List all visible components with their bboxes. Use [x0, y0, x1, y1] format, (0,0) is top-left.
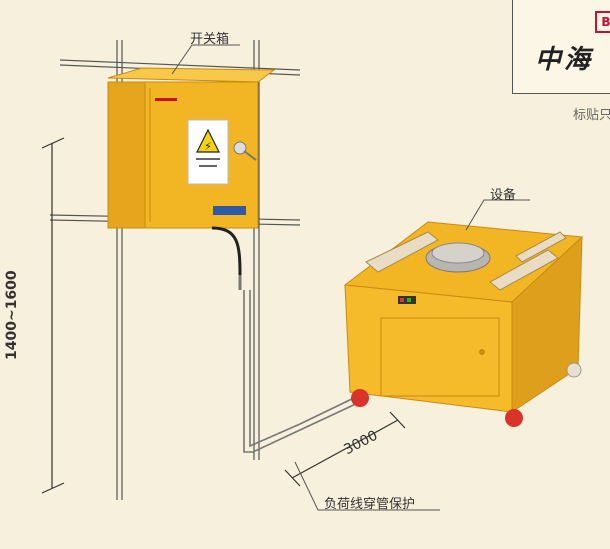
equipment-label: 设备: [490, 188, 517, 203]
logo-note: 标贴只: [573, 108, 610, 123]
logo-box: B 中海: [512, 0, 610, 94]
cable-protection-label: 负荷线穿管保护: [324, 497, 416, 512]
logo-mark: B: [595, 11, 610, 33]
height-dimension: [41, 137, 65, 494]
svg-text:⚡: ⚡: [204, 140, 212, 153]
switch-box-label: 开关箱: [190, 32, 230, 47]
cable: [211, 226, 361, 453]
switch-box: ⚡: [107, 67, 276, 229]
equipment: [343, 221, 584, 427]
leader-lines: [171, 44, 530, 511]
warning-sign-icon: [196, 128, 220, 153]
distance-dimension: [284, 411, 406, 487]
height-range-label: 1400~1600: [4, 270, 20, 360]
key-lock-icon: [233, 141, 257, 161]
logo-text: 中海: [535, 45, 594, 75]
